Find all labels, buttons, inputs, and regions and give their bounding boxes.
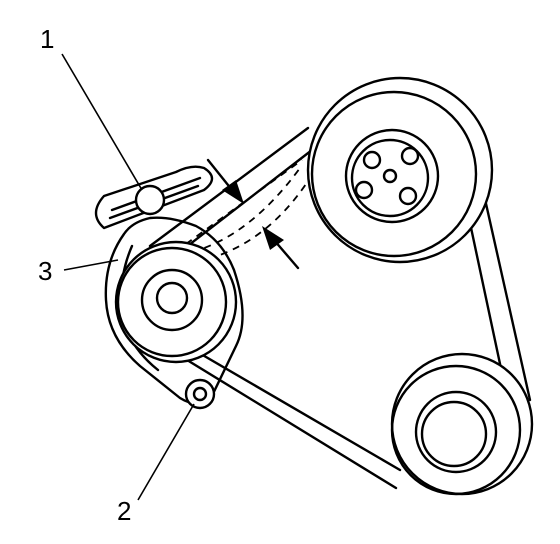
crankshaft-pulley	[306, 76, 494, 264]
tensioner-pulley	[114, 240, 238, 364]
deflection-arrows	[206, 158, 300, 270]
callout-label-1: 1	[40, 24, 55, 54]
lower-pulley	[390, 352, 534, 496]
callout-leaders	[61, 53, 195, 501]
pivot-bolt	[184, 378, 216, 410]
adjustment-bolt	[134, 184, 166, 216]
callout-label-3: 3	[38, 256, 53, 286]
callout-label-2: 2	[117, 496, 132, 526]
